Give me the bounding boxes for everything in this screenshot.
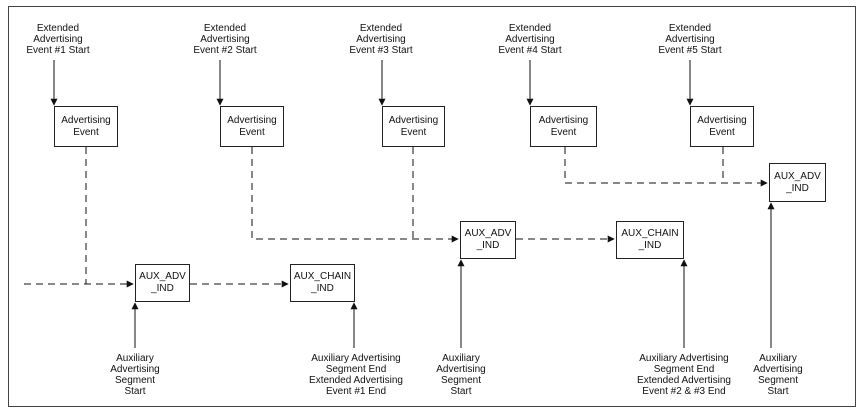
diagram-frame [8,6,856,407]
aux-chain-ind-box-2: AUX_CHAIN_IND [616,221,684,259]
aux-adv-ind-box-1: AUX_ADV_IND [135,264,190,302]
aux-adv-ind-box-3: AUX_ADV_IND [769,163,826,202]
aux-chain-ind-box-1: AUX_CHAIN_IND [290,264,355,302]
dashed-event4 [564,147,768,187]
dashed-event2 [251,147,459,243]
aux-adv-ind-box-2: AUX_ADV_IND [460,221,516,259]
